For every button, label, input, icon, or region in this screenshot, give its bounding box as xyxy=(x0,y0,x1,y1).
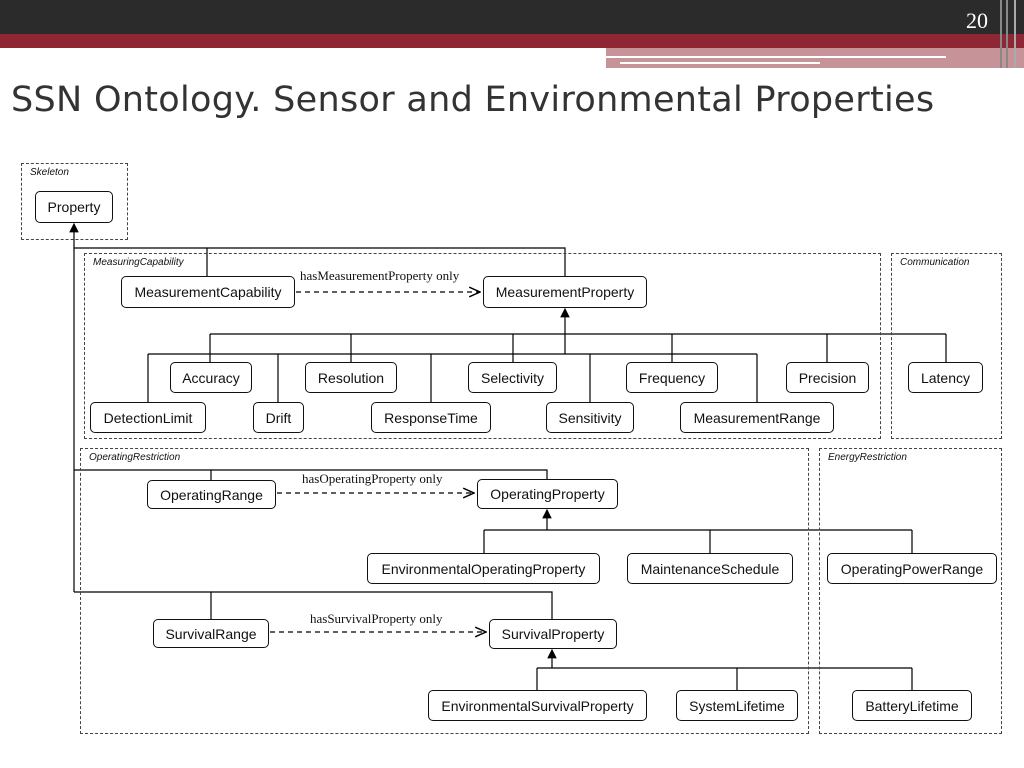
node-operating-power-range: OperatingPowerRange xyxy=(827,553,997,584)
header-stripe xyxy=(1014,0,1016,68)
node-measurement-range: MeasurementRange xyxy=(680,402,834,433)
region-label: MeasuringCapability xyxy=(93,257,184,268)
region-label: EnergyRestriction xyxy=(828,452,907,463)
slide-title: SSN Ontology. Sensor and Environmental P… xyxy=(11,80,935,120)
node-detection-limit: DetectionLimit xyxy=(90,402,206,433)
region-label: Skeleton xyxy=(30,167,69,178)
header-stripe xyxy=(606,56,946,58)
header-bar xyxy=(0,0,1024,34)
node-battery-lifetime: BatteryLifetime xyxy=(852,690,972,721)
region-label: Communication xyxy=(900,257,970,268)
node-survival-property: SurvivalProperty xyxy=(489,619,617,649)
region-measuring-capability: MeasuringCapability xyxy=(84,253,881,439)
slide-number: 20 xyxy=(966,8,988,33)
node-latency: Latency xyxy=(908,362,983,393)
node-precision: Precision xyxy=(786,362,869,393)
node-accuracy: Accuracy xyxy=(170,362,252,393)
node-environmental-survival-property: EnvironmentalSurvivalProperty xyxy=(428,690,647,721)
node-frequency: Frequency xyxy=(626,362,718,393)
node-sensitivity: Sensitivity xyxy=(546,402,634,433)
node-maintenance-schedule: MaintenanceSchedule xyxy=(627,553,793,584)
node-measurement-property: MeasurementProperty xyxy=(483,276,647,308)
node-property: Property xyxy=(35,191,113,223)
header-stripe xyxy=(1000,0,1002,68)
node-measurement-capability: MeasurementCapability xyxy=(121,276,295,308)
region-operating-restriction: OperatingRestriction xyxy=(80,448,809,734)
relation-label: hasMeasurementProperty only xyxy=(300,268,460,283)
node-environmental-operating-property: EnvironmentalOperatingProperty xyxy=(367,553,600,584)
node-drift: Drift xyxy=(253,402,304,433)
header-accent-bar xyxy=(0,34,1024,48)
header-stripe xyxy=(620,62,820,64)
node-system-lifetime: SystemLifetime xyxy=(676,690,798,721)
region-energy-restriction: EnergyRestriction xyxy=(819,448,1002,734)
relation-label: hasOperatingProperty only xyxy=(302,471,443,486)
node-operating-property: OperatingProperty xyxy=(477,479,618,509)
region-communication: Communication xyxy=(891,253,1002,439)
node-response-time: ResponseTime xyxy=(371,402,491,433)
header-stripe xyxy=(1006,0,1008,68)
node-selectivity: Selectivity xyxy=(468,362,557,393)
relation-label: hasSurvivalProperty only xyxy=(310,611,443,626)
node-survival-range: SurvivalRange xyxy=(153,619,269,648)
region-label: OperatingRestriction xyxy=(89,452,181,463)
region-skeleton: Skeleton xyxy=(21,163,128,240)
node-operating-range: OperatingRange xyxy=(147,480,276,509)
node-resolution: Resolution xyxy=(305,362,397,393)
